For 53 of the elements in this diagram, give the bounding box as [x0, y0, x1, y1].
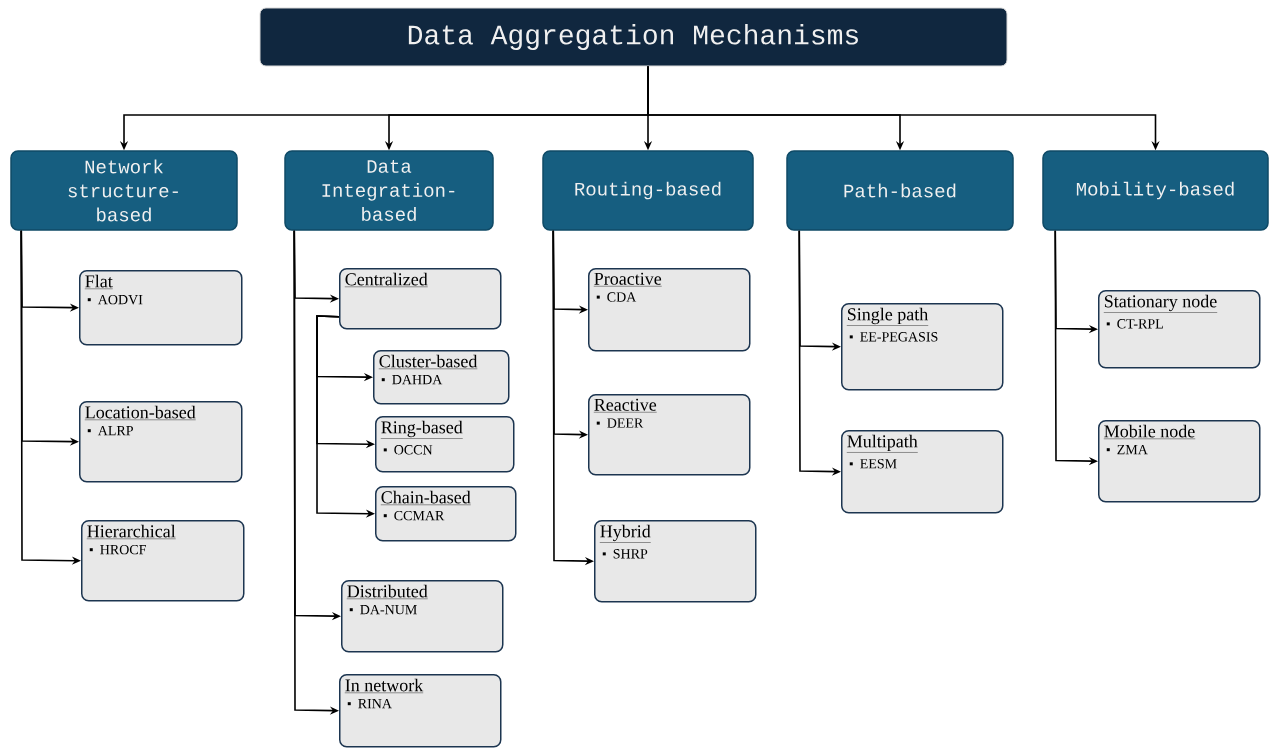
item-heading: Mobile node: [1103, 424, 1196, 439]
item-text: CDA: [607, 292, 637, 302]
item-box: [79, 270, 243, 346]
item-box: [841, 430, 1004, 514]
item-heading: Stationary node: [1103, 294, 1218, 313]
item-box: [375, 416, 515, 473]
item-heading: Cluster-based: [378, 354, 478, 369]
item-heading: Flat: [84, 274, 113, 289]
item-heading: Multipath: [846, 434, 918, 453]
item-text: DA-NUM: [360, 604, 417, 615]
category-box: Network structure-based: [10, 150, 238, 231]
item-text: DAHDA: [392, 374, 443, 385]
item-box: [339, 268, 502, 330]
item-text: AODVI: [97, 294, 143, 305]
title-box: Data Aggregation Mechanisms: [259, 7, 1008, 67]
item-text: DEER: [607, 418, 644, 428]
item-heading: Ring-based: [380, 420, 463, 439]
item-box: [339, 674, 502, 748]
item-heading: Single path: [846, 307, 929, 326]
item-text: HROCF: [100, 544, 146, 555]
item-text: ZMA: [1117, 444, 1148, 455]
item-text: CCMAR: [394, 510, 445, 521]
item-box: [341, 580, 504, 653]
item-text: ALRP: [97, 425, 133, 436]
item-box: [588, 268, 751, 352]
item-text: EE-PEGASIS: [860, 332, 938, 342]
item-heading: Reactive: [593, 398, 657, 413]
item-heading: Distributed: [346, 584, 428, 599]
item-box: [1098, 420, 1261, 503]
item-box: [81, 520, 245, 602]
item-text: EESM: [860, 459, 897, 469]
item-box: [373, 350, 510, 405]
item-heading: Proactive: [593, 272, 662, 287]
category-box: Data Integration-based: [284, 150, 494, 231]
item-box: [79, 401, 243, 483]
item-text: RINA: [358, 698, 392, 709]
item-heading: Hierarchical: [86, 524, 176, 539]
item-box: [594, 520, 757, 603]
category-box: Mobility-based: [1042, 150, 1269, 231]
item-box: [588, 394, 751, 476]
category-box: Routing-based: [542, 150, 754, 231]
item-heading: Chain-based: [380, 490, 471, 505]
category-box: Path-based: [786, 150, 1014, 231]
item-box: [1098, 290, 1261, 369]
item-text: SHRP: [613, 549, 648, 559]
item-text: CT-RPL: [1117, 319, 1163, 329]
item-text: OCCN: [394, 445, 433, 455]
item-heading: Centralized: [344, 272, 428, 287]
item-heading: In network: [344, 678, 424, 693]
item-heading: Location-based: [84, 405, 196, 420]
item-box: [375, 486, 517, 542]
item-box: [841, 303, 1004, 391]
item-heading: Hybrid: [599, 524, 651, 543]
